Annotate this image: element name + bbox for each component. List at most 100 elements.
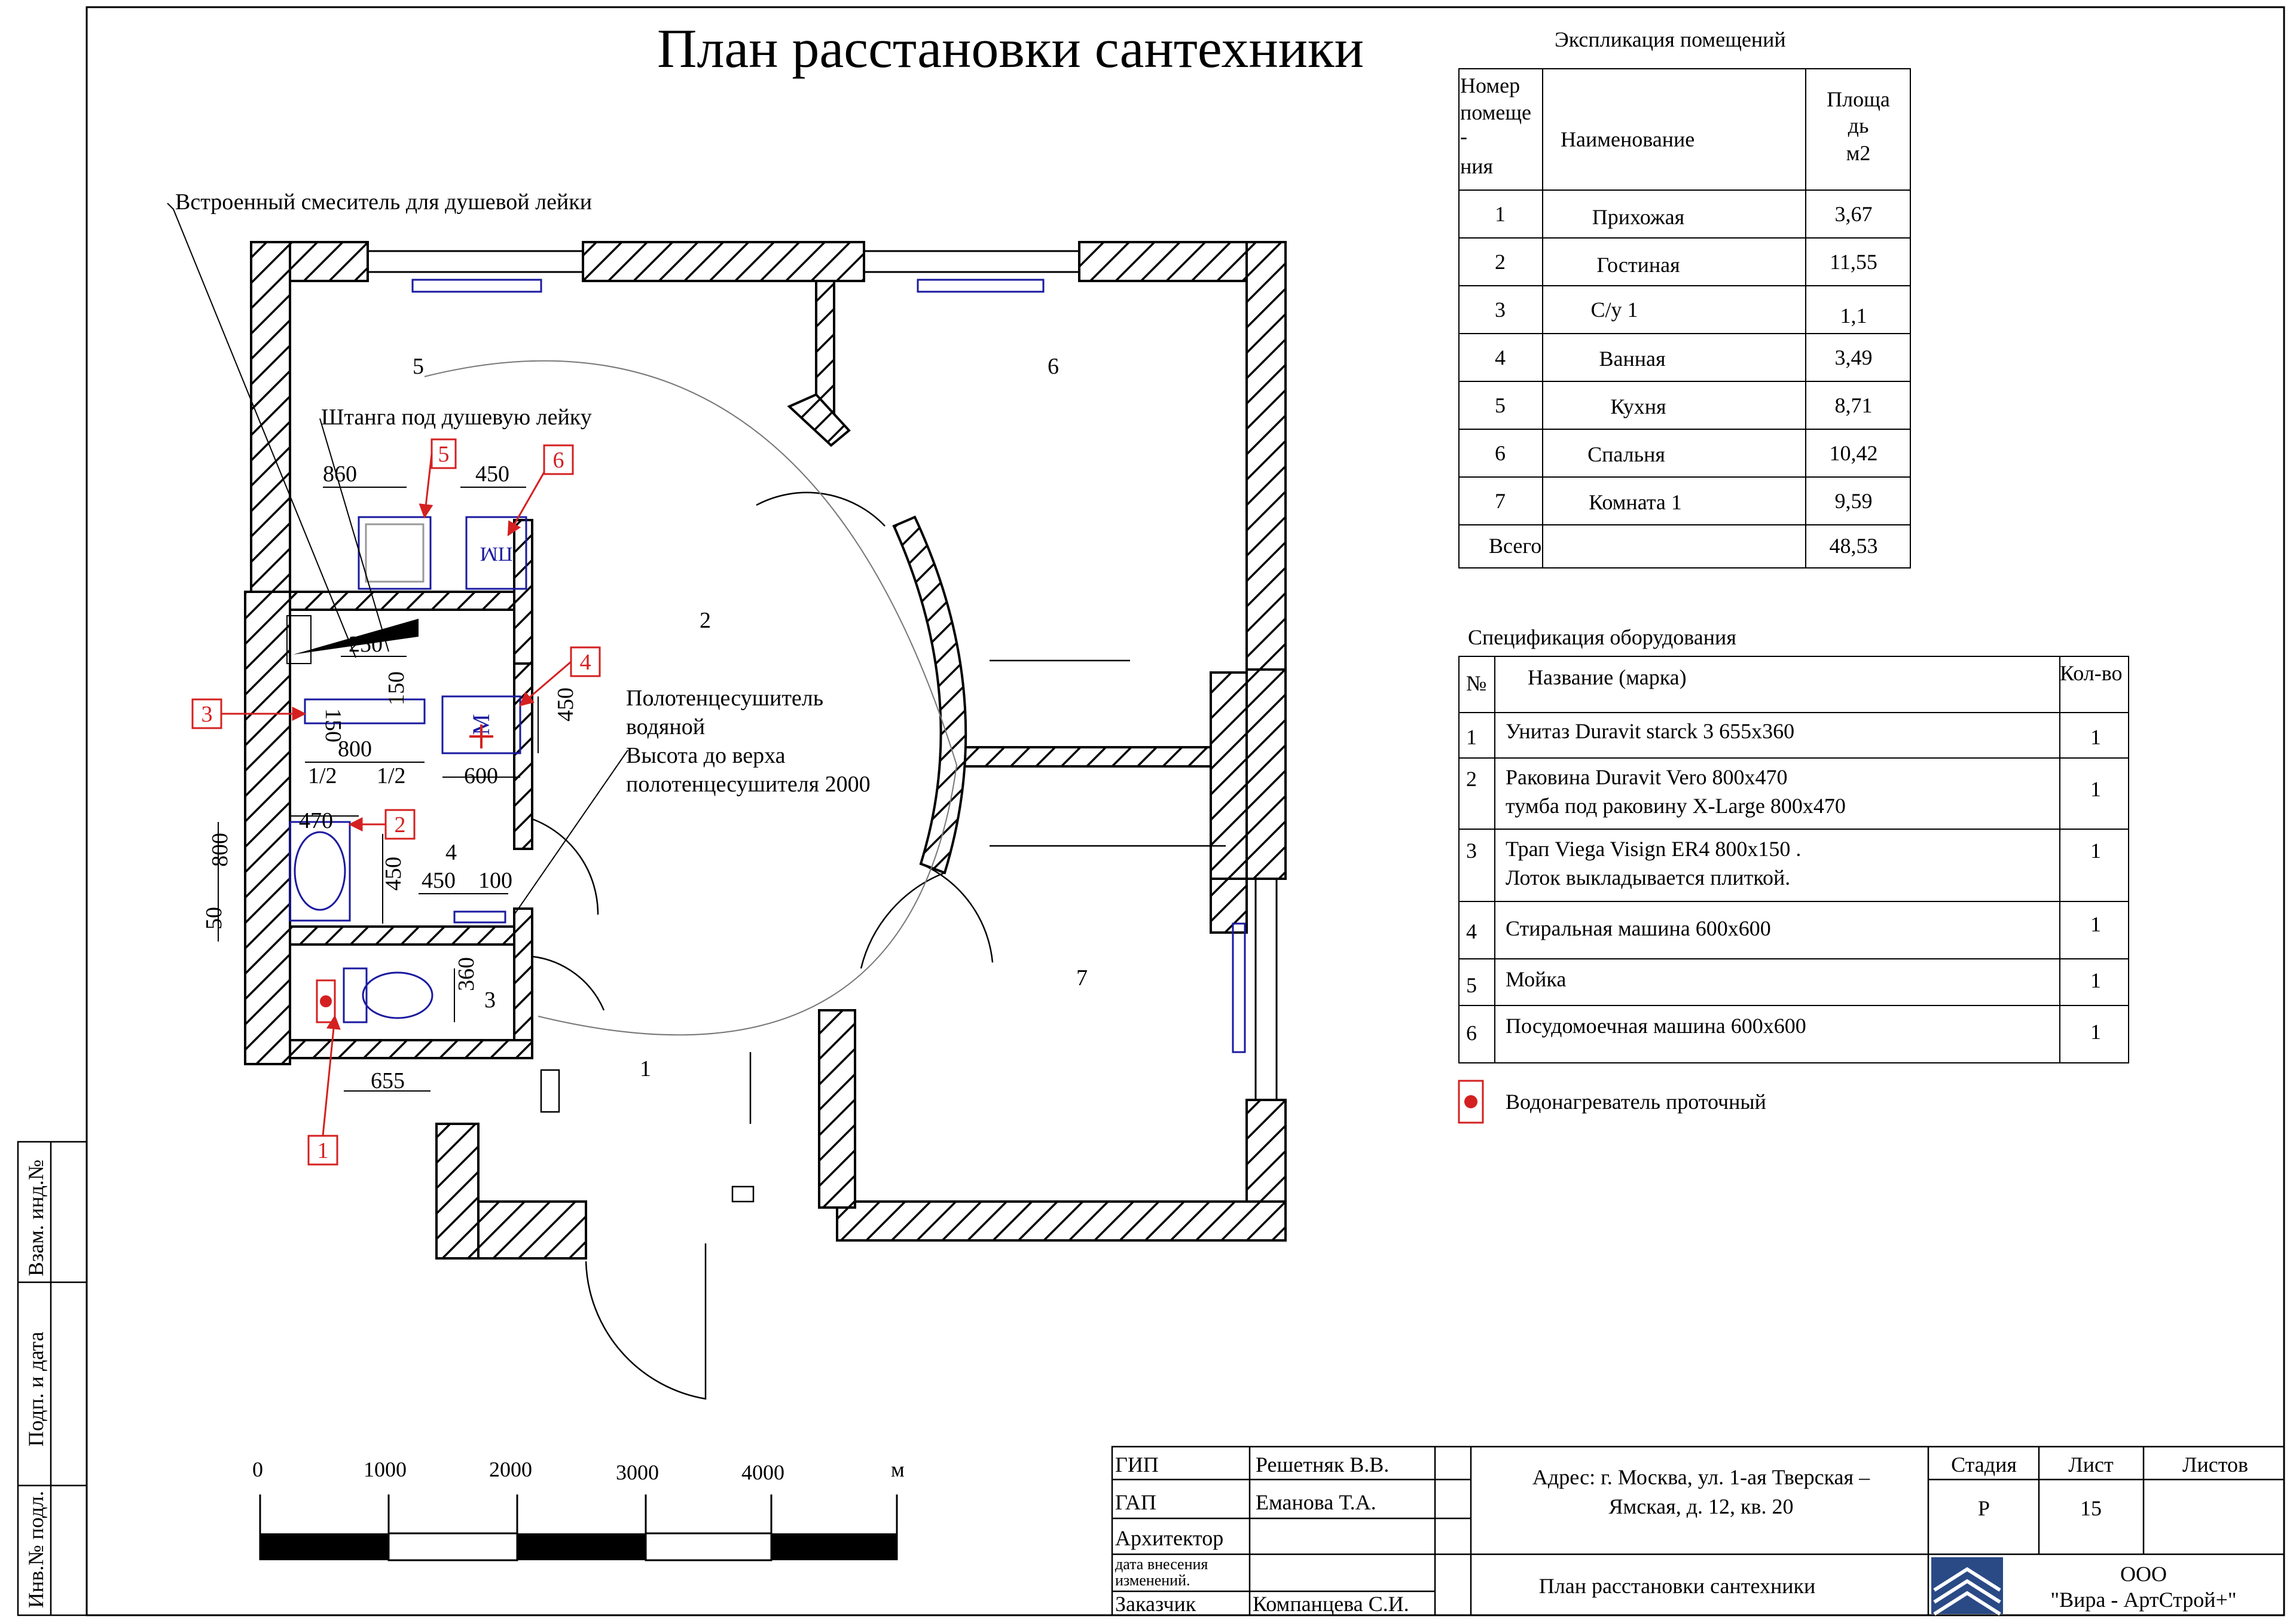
svg-text:Стиральная машина 600x600: Стиральная машина 600x600 (1506, 916, 1771, 940)
svg-text:4: 4 (1466, 919, 1477, 943)
svg-text:-: - (1460, 124, 1467, 148)
svg-text:1: 1 (2090, 777, 2101, 801)
svg-text:Адрес: г. Москва, ул. 1-ая Тве: Адрес: г. Москва, ул. 1-ая Тверская – (1532, 1465, 1870, 1489)
svg-text:0: 0 (252, 1457, 263, 1481)
svg-text:Решетняк В.В.: Решетняк В.В. (1256, 1453, 1389, 1477)
svg-text:600: 600 (464, 763, 498, 788)
svg-text:Лист: Лист (2068, 1453, 2114, 1477)
svg-text:6: 6 (1466, 1021, 1477, 1045)
svg-text:1: 1 (2090, 1020, 2101, 1044)
svg-text:50: 50 (201, 907, 227, 930)
svg-text:ГИП: ГИП (1115, 1453, 1159, 1477)
svg-text:1/2: 1/2 (308, 763, 337, 788)
curved-wall (892, 515, 967, 875)
svg-text:3,49: 3,49 (1835, 346, 1873, 369)
svg-text:150: 150 (320, 708, 346, 742)
svg-text:Раковина Duravit Vero 800x470: Раковина Duravit Vero 800x470 (1506, 765, 1787, 789)
svg-text:15: 15 (2080, 1496, 2102, 1520)
company-logo (1931, 1557, 2003, 1616)
svg-text:860: 860 (323, 461, 357, 487)
svg-text:Кухня: Кухня (1610, 395, 1666, 418)
scale-bar: 0 1000 2000 3000 4000 м (252, 1457, 905, 1561)
toilet-bowl (362, 971, 433, 1019)
svg-text:1/2: 1/2 (377, 763, 406, 788)
svg-text:Мойка: Мойка (1506, 967, 1566, 991)
svg-text:4000: 4000 (741, 1460, 784, 1484)
svg-text:2: 2 (1495, 250, 1506, 274)
specification-table: Спецификация оборудования № Название (ма… (1458, 625, 2129, 1124)
svg-text:м: м (891, 1457, 905, 1481)
svg-text:5: 5 (413, 354, 424, 379)
svg-text:7: 7 (1076, 965, 1088, 991)
svg-text:м2: м2 (1846, 141, 1871, 165)
svg-text:ООО: ООО (2120, 1562, 2167, 1586)
svg-text:Р: Р (1978, 1496, 1990, 1520)
svg-text:3000: 3000 (616, 1460, 659, 1484)
water-heater (316, 979, 336, 1023)
page-title: План расстановки сантехники (657, 18, 1364, 79)
svg-text:Прихожая: Прихожая (1592, 205, 1684, 229)
svg-text:Посудомоечная машина 600x600: Посудомоечная машина 600x600 (1506, 1014, 1806, 1038)
svg-text:4: 4 (580, 650, 591, 675)
svg-text:1: 1 (317, 1138, 329, 1163)
svg-text:Номер: Номер (1460, 74, 1520, 97)
svg-text:3: 3 (201, 702, 213, 727)
svg-text:Гостиная: Гостиная (1596, 253, 1680, 277)
svg-text:6: 6 (1048, 354, 1059, 379)
svg-text:дь: дь (1848, 114, 1869, 137)
svg-text:450: 450 (381, 857, 406, 891)
svg-text:2000: 2000 (489, 1457, 532, 1481)
svg-text:Инв.№ подл.: Инв.№ подл. (24, 1491, 48, 1608)
title-block: ГИП Решетняк В.В. ГАП Еманова Т.А. Архит… (1111, 1445, 2285, 1616)
svg-text:тумба под раковину X-Large 800: тумба под раковину X-Large 800x470 (1506, 794, 1846, 818)
svg-text:4: 4 (1495, 346, 1506, 369)
svg-text:1000: 1000 (364, 1457, 407, 1481)
svg-text:Трап Viega Visign ER4 800x150: Трап Viega Visign ER4 800x150 . (1506, 837, 1801, 861)
svg-text:5: 5 (1495, 393, 1506, 417)
svg-text:2: 2 (1466, 767, 1477, 791)
svg-text:450: 450 (422, 868, 456, 893)
svg-text:Взам. инд.№: Взам. инд.№ (24, 1160, 48, 1276)
radiators (411, 279, 1246, 1053)
svg-text:2: 2 (395, 812, 406, 838)
svg-text:11,55: 11,55 (1830, 250, 1877, 274)
svg-text:3: 3 (1466, 839, 1477, 863)
svg-text:450: 450 (553, 687, 578, 722)
svg-text:Еманова Т.А.: Еманова Т.А. (1256, 1490, 1376, 1514)
svg-text:Полотенцесушитель: Полотенцесушитель (626, 686, 823, 711)
svg-text:655: 655 (371, 1068, 405, 1093)
svg-text:Заказчик: Заказчик (1115, 1592, 1196, 1616)
mixer-annotation: Встроенный смеситель для душевой лейки (175, 189, 592, 215)
svg-text:План расстановки сантехники: План расстановки сантехники (1539, 1574, 1816, 1598)
svg-text:Название (марка): Название (марка) (1528, 665, 1687, 689)
washing-machine (441, 695, 521, 754)
svg-text:800: 800 (338, 736, 372, 762)
svg-text:водяной: водяной (626, 714, 705, 739)
legend-heater: Водонагреватель проточный (1458, 1080, 1766, 1124)
svg-text:3,67: 3,67 (1835, 202, 1873, 226)
svg-text:9,59: 9,59 (1835, 489, 1873, 513)
specification-rows: 1 Унитаз Duravit starck 3 655x360 1 2 Ра… (1466, 719, 2101, 1045)
svg-text:№: № (1466, 671, 1486, 695)
svg-text:Площа: Площа (1827, 87, 1890, 111)
svg-text:1: 1 (2090, 725, 2101, 749)
dishwasher-label: ПМ (480, 543, 513, 565)
explication-rows: 1 Прихожая 3,67 2 Гостиная 11,55 3 С/у 1… (1489, 202, 1878, 558)
explication-table: Экспликация помещений Номер помеще - ния… (1458, 27, 1911, 568)
svg-text:1,1: 1,1 (1840, 304, 1867, 328)
room-numbers: 1 2 3 4 5 6 7 (413, 354, 1088, 1081)
svg-text:1: 1 (2090, 968, 2101, 992)
floor-plan: ПМ М 1 2 3 4 5 6 7 (167, 189, 1287, 1400)
shower-bar-annotation: Штанга под душевую лейку (321, 405, 592, 430)
svg-text:1: 1 (1466, 725, 1477, 749)
towel-rail (453, 910, 506, 924)
svg-text:Стадия: Стадия (1951, 1453, 2017, 1477)
equipment-markers: 1 2 3 4 5 6 (191, 438, 601, 1166)
svg-text:"Вира - АртСтрой+": "Вира - АртСтрой+" (2050, 1588, 2236, 1612)
svg-text:4: 4 (445, 840, 457, 865)
svg-text:полотенцесушителя 2000: полотенцесушителя 2000 (626, 772, 871, 797)
windows (368, 250, 1278, 1100)
svg-text:470: 470 (299, 808, 333, 833)
sink (358, 516, 432, 590)
side-stamp: Взам. инд.№ Подп. и дата Инв.№ подл. (17, 1141, 88, 1616)
